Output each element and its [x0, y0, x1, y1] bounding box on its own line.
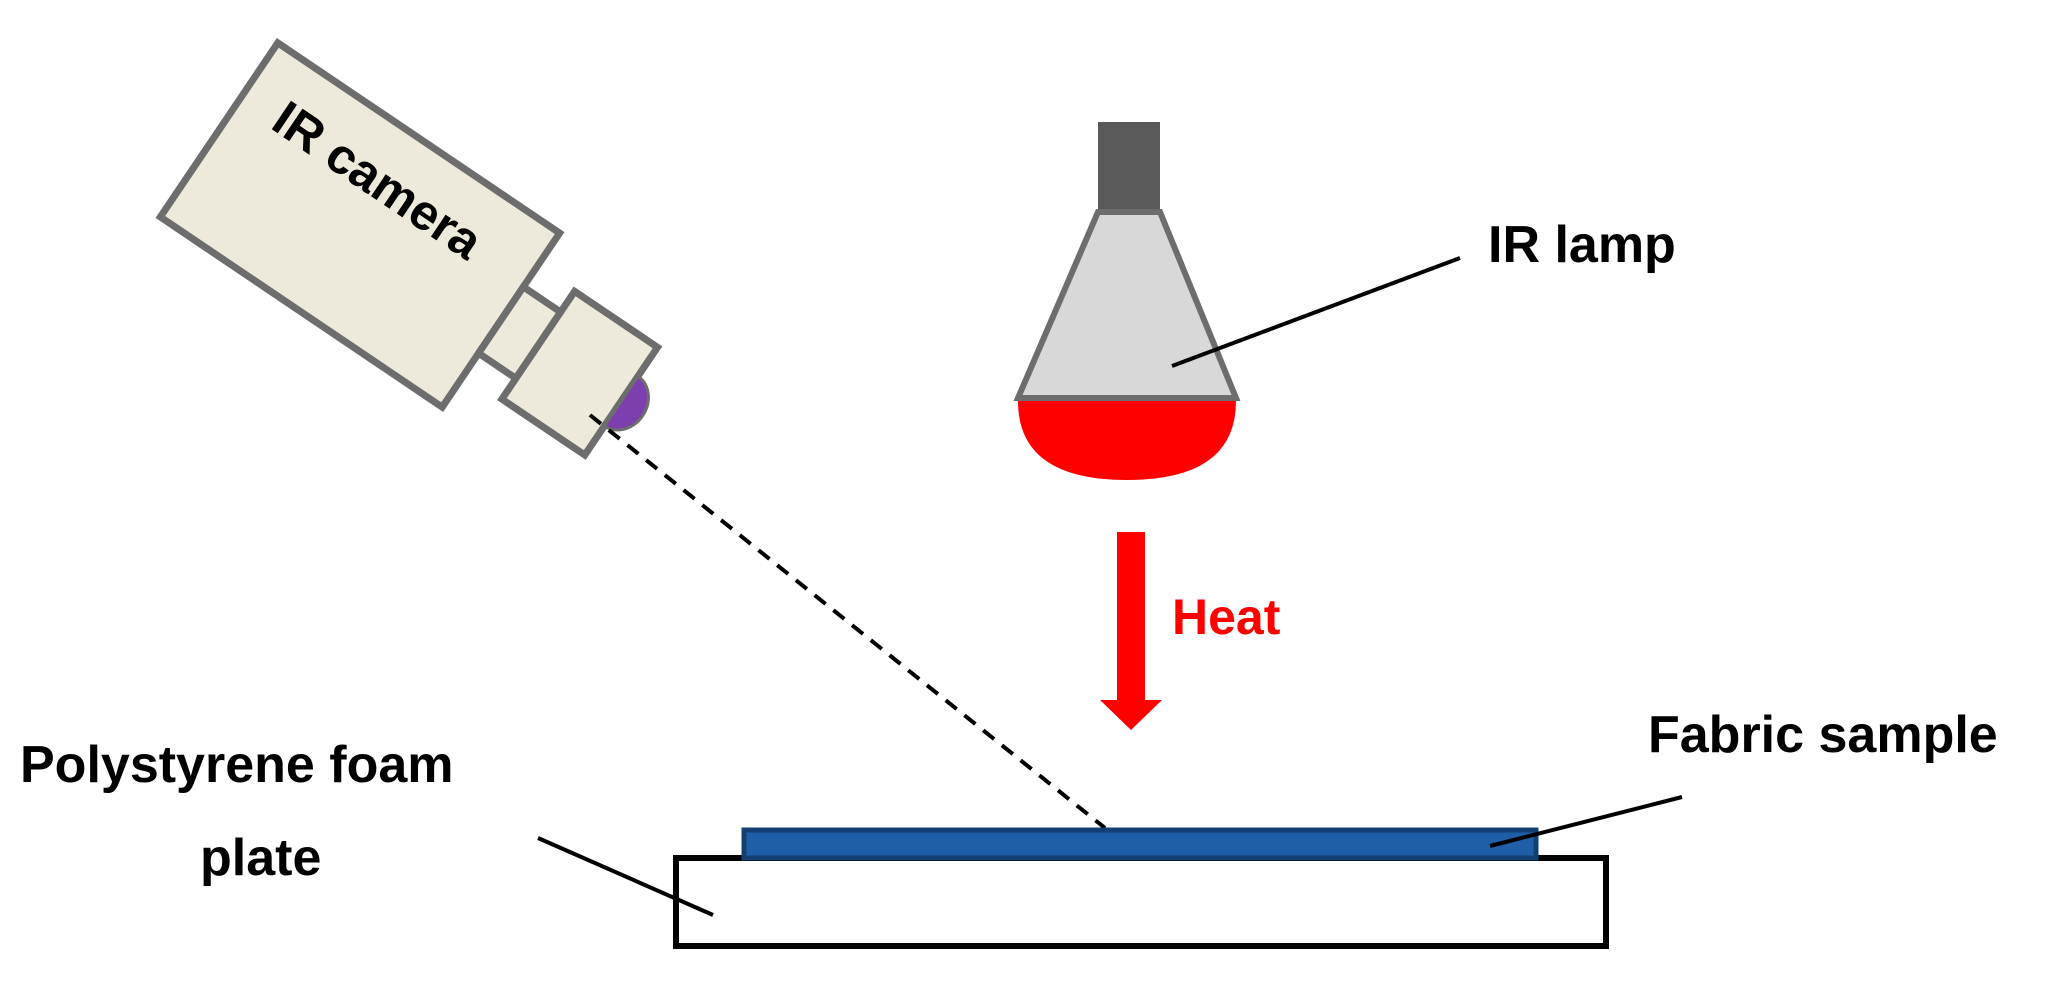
foam-label-line1: Polystyrene foam	[20, 736, 454, 794]
heat-label: Heat	[1172, 589, 1281, 645]
camera-sight-line	[588, 413, 1107, 830]
heat-arrow-shaft	[1117, 532, 1145, 702]
lamp-shade	[1013, 209, 1241, 401]
camera-lens-icon	[602, 374, 650, 432]
foam-plate	[673, 855, 1609, 949]
fabric-label: Fabric sample	[1648, 706, 1998, 764]
lamp-leader-line	[1171, 256, 1461, 368]
ir-camera: IR camera	[155, 38, 663, 460]
heat-arrow-head	[1100, 700, 1162, 730]
lamp-label: IR lamp	[1488, 216, 1676, 274]
fabric-leader-line	[1489, 795, 1683, 848]
foam-label-line2: plate	[200, 829, 321, 887]
lamp-bulb	[1018, 401, 1236, 480]
heat-arrow	[1100, 532, 1162, 730]
foam-leader-line	[537, 836, 714, 917]
lamp-socket	[1098, 122, 1160, 212]
fabric-sample	[741, 827, 1539, 861]
ir-lamp	[1013, 122, 1241, 480]
